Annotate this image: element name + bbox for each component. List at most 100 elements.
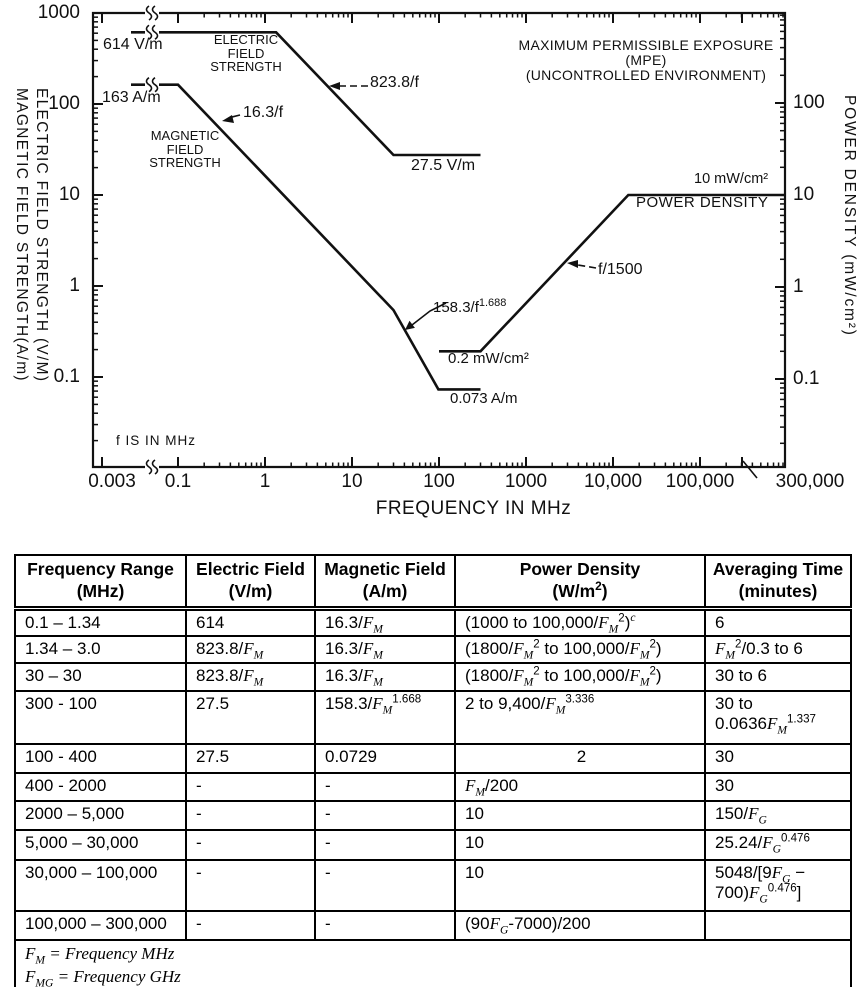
table-cell: - [314,858,456,912]
table-cell: 16.3/FM [314,661,456,692]
table-cell: 25.24/FG0.476 [704,828,852,861]
table-cell: 400 - 2000 [14,771,187,802]
x-tick-label: 10 [341,471,363,492]
y-left-tick-label: 0.1 [53,366,80,387]
table-cell: 16.3/FM [314,634,456,664]
table-cell: 30 to 0.0636FM1.337 [704,689,852,745]
table-cell: 30 – 30 [14,661,187,692]
power-density-series-label: POWER DENSITY [636,194,769,211]
x-tick-label: 1 [259,471,271,492]
table-header-cell: Magnetic Field(A/m) [314,553,456,611]
y-right-tick-label: 10 [793,184,815,205]
table-cell: 2 [454,742,706,774]
annotation-614-vm: 614 V/m [103,36,163,53]
axis-break-marks [145,5,159,475]
annotation-10-mw-cm2: 10 mW/cm² [694,171,769,187]
table-cell: 1.34 – 3.0 [14,634,187,664]
table-cell: (1800/FM2 to 100,000/FM2) [454,634,706,664]
y-axis-left-label-magnetic: MAGNETIC FIELD STRENGTH(A/m) [13,88,30,382]
table-cell: 30 [704,742,852,774]
table-cell: - [314,799,456,831]
annotation-f-over-1500: f/1500 [598,261,643,278]
table-cell: 6 [704,607,852,637]
table-cell: 150/FG [704,799,852,831]
table-cell: 0.1 – 1.34 [14,607,187,637]
plot-border [91,11,787,469]
table-row: 100,000 – 300,000--(90FG-7000)/200 [14,909,852,941]
table-cell: 30 to 6 [704,661,852,692]
table-cell: 10 [454,858,706,912]
table-cell: 30 [704,771,852,802]
annotation-0-073-am: 0.073 A/m [450,390,518,407]
series-lines [131,30,785,391]
chart-canvas [91,5,787,479]
table-cell: - [314,909,456,941]
table-cell: FM2/0.3 to 6 [704,634,852,664]
series-line-magnetic-field-strength [131,83,481,391]
y-axis-right-label: POWER DENSITY (mW/cm²) [841,95,858,337]
table-cell: - [185,771,316,802]
series-line-power-density [439,193,785,353]
y-right-tick-label: 100 [793,92,825,113]
table-cell: 5,000 – 30,000 [14,828,187,861]
table-cell: FM/200 [454,771,706,802]
table-cell: (1000 to 100,000/FM2)c [454,607,706,637]
table-cell: 10 [454,828,706,861]
table-header-cell: Electric Field(V/m) [185,553,316,611]
x-tick-label: 100 [423,471,455,492]
x-tick-label: 0.003 [88,471,136,492]
table-cell: 27.5 [185,689,316,745]
tick-leader-line [742,460,758,479]
table-cell: - [314,771,456,802]
annotation-16-3-over-f: 16.3/f [243,104,284,121]
y-right-tick-label: 0.1 [793,368,820,389]
table-cell: - [185,858,316,912]
table-cell: 2000 – 5,000 [14,799,187,831]
table-cell: - [185,909,316,941]
y-axis-left-label-electric: ELECTRIC FIELD STRENGTH (V/M) [33,88,50,383]
table-cell [704,909,852,941]
table-cell: - [185,799,316,831]
annotation-0-2-mw-cm2: 0.2 mW/cm² [448,350,529,367]
x-tick-label: 0.1 [164,471,192,492]
x-axis-label: FREQUENCY IN MHz [375,498,572,519]
electric-series-label: ELECTRIC FIELD STRENGTH [210,32,282,74]
table-cell: - [185,828,316,861]
annotation-27-5-vm: 27.5 V/m [411,157,476,174]
y-left-tick-label: 1000 [37,2,80,23]
table-cell: 30,000 – 100,000 [14,858,187,912]
annotation-158-3-base: 158.3/f [433,299,479,316]
table-header-cell: Averaging Time(minutes) [704,553,852,611]
mpe-limits-table: Frequency Range(MHz)Electric Field(V/m)M… [14,553,852,987]
table-header-row: Frequency Range(MHz)Electric Field(V/m)M… [14,553,852,611]
annotation-823-8-over-f: 823.8/f [370,74,419,91]
table-cell: 158.3/FM1.668 [314,689,456,745]
table-header-cell: Power Density(W/m2) [454,553,706,611]
annotation-163-am: 163 A/m [102,89,161,106]
table-cell: (1800/FM2 to 100,000/FM2) [454,661,706,692]
table-cell: 300 - 100 [14,689,187,745]
chart-title: MAXIMUM PERMISSIBLE EXPOSURE (MPE) (UNCO… [518,37,774,83]
table-cell: 100,000 – 300,000 [14,909,187,941]
table-cell: (90FG-7000)/200 [454,909,706,941]
table-cell: 823.8/FM [185,661,316,692]
table-cell: 10 [454,799,706,831]
y-left-tick-label: 100 [48,93,80,114]
series-line-electric-field-strength [131,30,481,157]
x-tick-label: 300,000 [775,471,845,492]
table-cell: 2 to 9,400/FM3.336 [454,689,706,745]
x-tick-label: 100,000 [665,471,735,492]
x-tick-label: 10,000 [583,471,643,492]
table-cell: 16.3/FM [314,607,456,637]
